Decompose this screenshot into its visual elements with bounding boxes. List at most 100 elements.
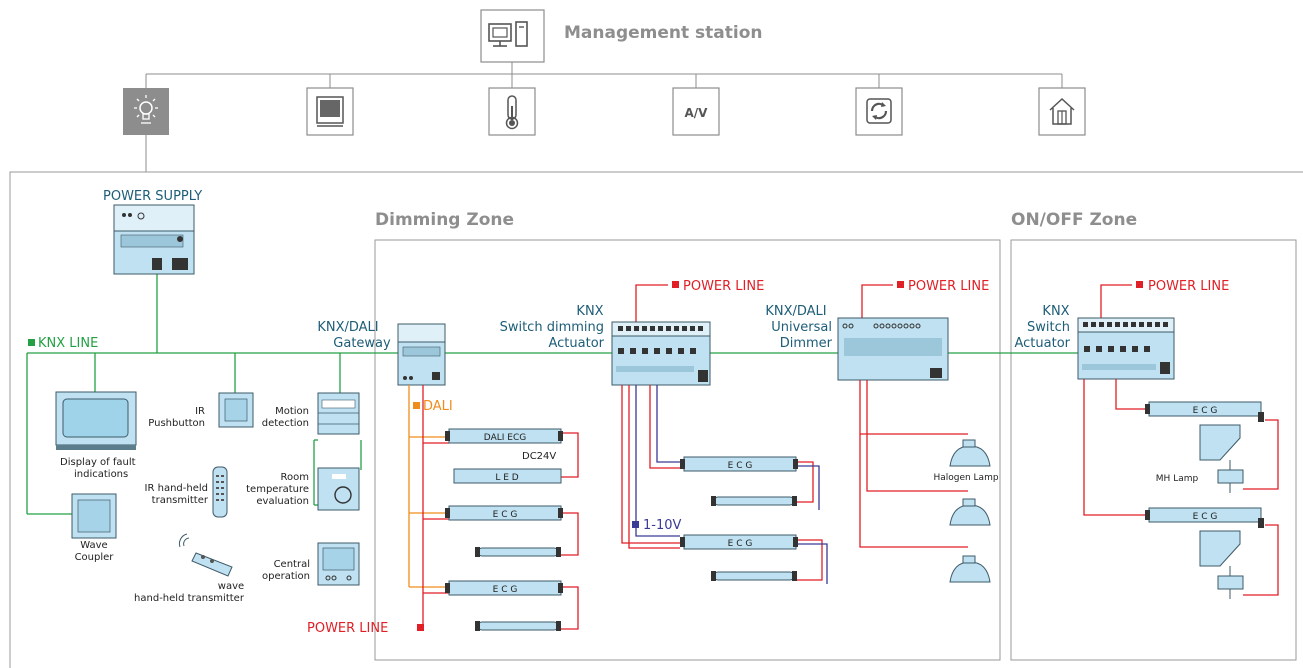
switch-actuator-device bbox=[1077, 317, 1175, 380]
ir-pushbutton-device bbox=[218, 392, 254, 428]
dali-ecg-device bbox=[445, 428, 563, 444]
halogen-lamp-2 bbox=[949, 498, 991, 526]
power-line-3-label: POWER LINE bbox=[1148, 279, 1229, 294]
universal-dimmer-device bbox=[837, 317, 949, 381]
gateway-ecg-1-label: E C G bbox=[493, 510, 518, 520]
dimming-ecg-2 bbox=[680, 534, 798, 550]
fluorescent-tube-3 bbox=[711, 496, 797, 506]
led-label: L E D bbox=[495, 473, 518, 483]
switch-dim-power-feed bbox=[635, 284, 668, 322]
dimming-ecg-1 bbox=[680, 456, 798, 472]
gateway-ecg-2 bbox=[445, 580, 563, 596]
switch-dim-label-1: KNX bbox=[576, 304, 603, 319]
ir-pushbutton-label-1: IR bbox=[195, 406, 205, 417]
dali-marker bbox=[413, 402, 420, 409]
gateway-ecg-1 bbox=[445, 505, 563, 521]
installation-frame bbox=[9, 171, 1303, 668]
dali-label: DALI bbox=[423, 399, 453, 414]
knx-line-marker bbox=[28, 339, 35, 346]
onoff-zone-box bbox=[1010, 239, 1297, 661]
universal-dimmer-power-feed bbox=[861, 284, 893, 318]
ir-hand-label-1: IR hand-held bbox=[145, 483, 208, 494]
gateway-ecg-2-label: E C G bbox=[493, 585, 518, 595]
switch-dimming-actuator-device bbox=[611, 321, 711, 386]
ir-pushbutton-label-2: Pushbutton bbox=[148, 418, 205, 429]
room-temp-label-3: evaluation bbox=[256, 496, 309, 507]
central-op-label-2: operation bbox=[262, 571, 310, 582]
wave-coupler-device bbox=[71, 493, 117, 539]
motion-label-1: Motion bbox=[275, 406, 309, 417]
power-supply-device bbox=[113, 204, 195, 275]
gateway-label-2: Gateway bbox=[333, 336, 391, 351]
halogen-lamp-1 bbox=[949, 439, 991, 467]
home-icon[interactable] bbox=[1038, 87, 1086, 136]
fluorescent-tube-4 bbox=[711, 571, 797, 581]
switch-dim-label-3: Actuator bbox=[548, 336, 604, 351]
power-line-2-label: POWER LINE bbox=[908, 279, 989, 294]
motion-label-2: detection bbox=[262, 418, 309, 429]
onoff-ecg-1-label: E C G bbox=[1193, 406, 1218, 416]
switch-actuator-label-1: KNX bbox=[1042, 304, 1069, 319]
refresh-icon[interactable] bbox=[855, 87, 903, 136]
power-supply-label: POWER SUPPLY bbox=[103, 189, 202, 204]
management-station: Management station bbox=[480, 9, 763, 63]
universal-dimmer-label-3: Dimmer bbox=[780, 336, 833, 351]
fault-display-label-2: indications bbox=[74, 469, 128, 480]
lighting-icon[interactable] bbox=[123, 88, 169, 135]
mh-lamp-label: MH Lamp bbox=[1156, 474, 1199, 484]
halogen-wiring bbox=[859, 380, 968, 548]
one-ten-v-wiring bbox=[635, 385, 828, 584]
power-line-2-marker bbox=[897, 281, 904, 288]
wave-coupler-label-2: Coupler bbox=[75, 552, 115, 563]
dali-bus-wiring bbox=[408, 385, 449, 588]
universal-dimmer-label-1: KNX/DALI bbox=[765, 304, 826, 319]
central-op-label-1: Central bbox=[274, 559, 310, 570]
switch-dim-power-wiring bbox=[621, 385, 823, 581]
gateway-label-1: KNX/DALI bbox=[317, 320, 378, 335]
wave-hand-label-2: hand-held transmitter bbox=[134, 593, 245, 604]
onoff-ecg-2 bbox=[1145, 507, 1264, 528]
power-line-1-marker bbox=[672, 281, 679, 288]
power-line-3-marker bbox=[1136, 281, 1143, 288]
dali-ecg-label: DALI ECG bbox=[484, 433, 526, 443]
switch-dim-label-2: Switch dimming bbox=[500, 320, 604, 335]
dimming-zone-title: Dimming Zone bbox=[375, 210, 514, 230]
room-temp-label-2: temperature bbox=[246, 484, 309, 495]
switch-actuator-label-2: Switch bbox=[1027, 320, 1070, 335]
dimming-ecg-2-label: E C G bbox=[728, 539, 753, 549]
dali-gateway-device bbox=[397, 323, 446, 386]
halogen-lamp-3 bbox=[949, 555, 991, 583]
room-temp-label-1: Room bbox=[281, 472, 309, 483]
gateway-power-wiring bbox=[422, 385, 579, 630]
fluorescent-tube-2 bbox=[475, 621, 561, 631]
switch-actuator-power-feed bbox=[1100, 284, 1132, 318]
switch-actuator-label-3: Actuator bbox=[1014, 336, 1070, 351]
power-line-bottom-label: POWER LINE bbox=[307, 621, 388, 636]
one-ten-v-label: 1-10V bbox=[643, 518, 682, 533]
motion-detector-device bbox=[317, 392, 360, 435]
led-device bbox=[453, 468, 562, 484]
dimming-ecg-1-label: E C G bbox=[728, 461, 753, 471]
power-line-bottom-marker bbox=[417, 624, 424, 631]
dc24v-label: DC24V bbox=[522, 451, 556, 462]
fault-display-device bbox=[55, 391, 137, 450]
dimming-zone-box bbox=[374, 239, 1001, 661]
fluorescent-tube-1 bbox=[475, 547, 561, 557]
room-temperature-device bbox=[317, 467, 360, 511]
onoff-ecg-2-label: E C G bbox=[1193, 512, 1218, 522]
wave-hand-held-device bbox=[178, 533, 233, 577]
av-icon[interactable]: A/V bbox=[672, 87, 720, 136]
halogen-lamp-label: Halogen Lamp bbox=[933, 473, 998, 483]
wave-coupler-label-1: Wave bbox=[80, 540, 107, 551]
mh-lamp-2 bbox=[1199, 530, 1244, 599]
management-station-title: Management station bbox=[564, 23, 763, 43]
thermometer-icon[interactable] bbox=[488, 87, 536, 136]
central-operation-device bbox=[317, 542, 360, 586]
onoff-power-wiring bbox=[1083, 379, 1279, 596]
fault-display-label-1: Display of fault bbox=[60, 457, 136, 468]
monitor-icon bbox=[480, 9, 545, 63]
universal-dimmer-label-2: Universal bbox=[771, 320, 832, 335]
shutter-icon[interactable] bbox=[306, 87, 354, 136]
knx-line-label: KNX LINE bbox=[38, 336, 98, 351]
